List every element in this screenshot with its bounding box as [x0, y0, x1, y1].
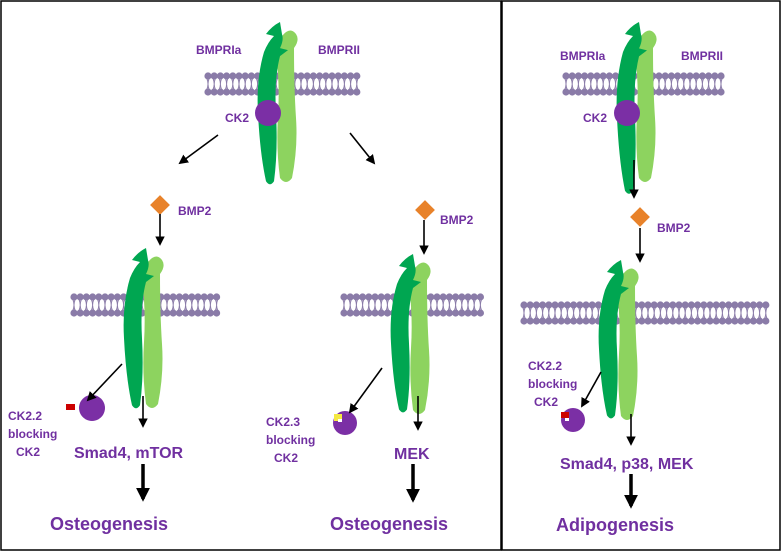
ck22-label: CK2.2: [8, 409, 42, 423]
bmp2-label: BMP2: [657, 221, 691, 235]
arrow: [348, 367, 383, 414]
ck22-peptide-icon: [66, 394, 105, 421]
bmp2-label: BMP2: [178, 204, 212, 218]
ck2-protein-icon: [255, 100, 281, 126]
bmpr2-label: BMPRII: [318, 43, 360, 57]
arrow: [349, 132, 376, 165]
ck2-label: CK2: [225, 111, 249, 125]
ck2-label: CK2: [534, 395, 558, 409]
bmp2-label: BMP2: [440, 213, 474, 227]
ck2-label: CK2: [274, 451, 298, 465]
ck2-label: CK2: [583, 111, 607, 125]
pathway-mek: MEK: [394, 446, 430, 463]
blocking-label: blocking: [528, 377, 577, 391]
pathway-smad4-p38-mek: Smad4, p38, MEK: [560, 456, 694, 473]
receptor-icon: [123, 248, 164, 409]
ck2-protein-icon: [614, 100, 640, 126]
arrow: [86, 363, 123, 402]
bmpr1a-label: BMPRIa: [560, 49, 606, 63]
blocking-label: blocking: [266, 433, 315, 447]
panel-left-border: [0, 0, 502, 551]
blocking-label: blocking: [8, 427, 57, 441]
receptor-icon: [390, 254, 431, 414]
bmpr1a-label: BMPRIa: [196, 43, 242, 57]
membrane-bilayer-icon: [520, 301, 770, 325]
arrow: [581, 371, 602, 408]
bmp2-ligand-icon: [415, 200, 435, 220]
bmpr2-label: BMPRII: [681, 49, 723, 63]
bmp2-ligand-icon: [630, 207, 650, 227]
ck22-peptide-icon: [561, 408, 585, 432]
ck23-label: CK2.3: [266, 415, 300, 429]
outcome-osteogenesis: Osteogenesis: [330, 514, 448, 534]
ck22-label: CK2.2: [528, 359, 562, 373]
receptor-icon: [598, 260, 639, 420]
pathway-smad4-mtor: Smad4, mTOR: [74, 445, 184, 462]
ck23-peptide-icon: [333, 411, 357, 435]
arrow: [178, 134, 219, 165]
outcome-osteogenesis: Osteogenesis: [50, 514, 168, 534]
outcome-adipogenesis: Adipogenesis: [556, 515, 674, 535]
ck2-label: CK2: [16, 445, 40, 459]
panel-right-border: [501, 0, 781, 551]
bmp2-ligand-icon: [150, 195, 170, 215]
